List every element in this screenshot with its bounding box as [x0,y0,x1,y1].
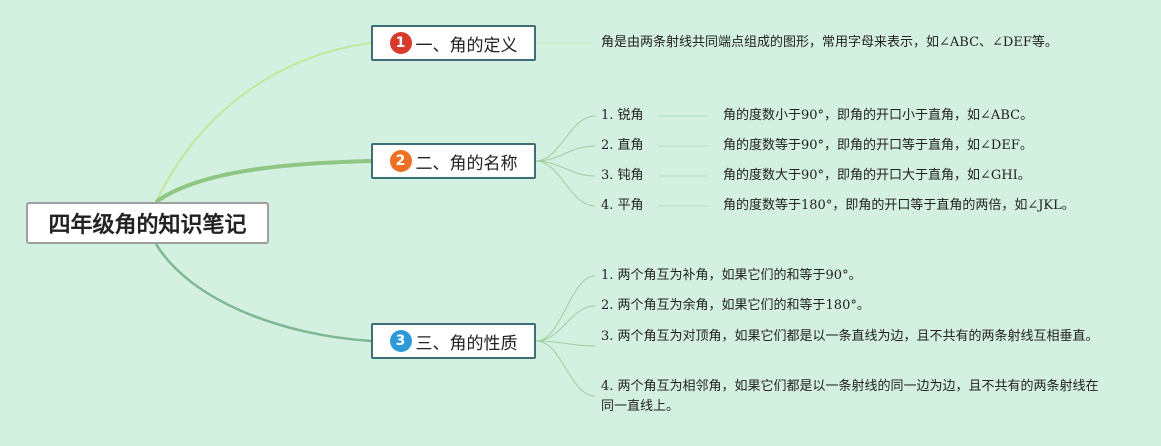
root-topic[interactable]: 四年级角的知识笔记 [26,202,269,244]
link-branch2-item1 [535,115,596,162]
branch-label: 一、角的定义 [415,35,518,56]
link-branch3-item4 [535,340,596,397]
angle-desc-obtuse: 角的度数大于90°，即角的开口大于直角，如∠GHI。 [723,168,1031,183]
link-branch2-item3 [535,160,596,177]
number-3-icon: 3 [389,330,412,352]
branch-definition[interactable]: 1 一、角的定义 [371,25,536,61]
angle-desc-straight: 角的度数等于180°，即角的开口等于直角的两倍，如∠JKL。 [723,198,1075,213]
link-branch3-item2 [535,305,596,342]
root-title: 四年级角的知识笔记 [48,213,247,238]
link-root-branch2 [154,159,372,204]
angle-desc-acute: 角的度数小于90°，即角的开口小于直角，如∠ABC。 [723,108,1034,123]
branch-names[interactable]: 2 二、角的名称 [371,143,536,179]
number-1-icon: 1 [389,32,412,54]
number-2-icon: 2 [389,150,412,172]
link-branch3-item3 [535,340,596,347]
link-branch2-item2 [535,145,596,162]
angle-name-obtuse[interactable]: 3. 钝角 [601,168,644,183]
property-complementary[interactable]: 2. 两个角互为余角，如果它们的和等于180°。 [601,298,870,313]
branch-label: 三、角的性质 [415,333,518,354]
definition-text: 角是由两条射线共同端点组成的图形，常用字母来表示，如∠ABC、∠DEF等。 [601,35,1058,50]
property-vertical[interactable]: 3. 两个角互为对顶角，如果它们都是以一条直线为边，且不共有的两条射线互相垂直。 [601,329,1099,344]
branch-label: 二、角的名称 [415,153,518,174]
angle-name-right[interactable]: 2. 直角 [601,138,644,153]
angle-name-acute[interactable]: 1. 锐角 [601,108,644,123]
property-adjacent[interactable]: 4. 两个角互为相邻角，如果它们都是以一条射线的同一边为边，且不共有的两条射线在… [601,379,1099,414]
angle-desc-right: 角的度数等于90°，即角的开口等于直角，如∠DEF。 [723,138,1033,153]
link-root-branch1 [155,42,372,203]
branch-properties[interactable]: 3 三、角的性质 [371,323,536,359]
link-branch2-item4 [535,160,596,207]
link-branch3-item1 [535,275,596,342]
link-root-branch3 [154,243,372,343]
property-supplementary[interactable]: 1. 两个角互为补角，如果它们的和等于90°。 [601,268,862,283]
angle-name-straight[interactable]: 4. 平角 [601,198,644,213]
